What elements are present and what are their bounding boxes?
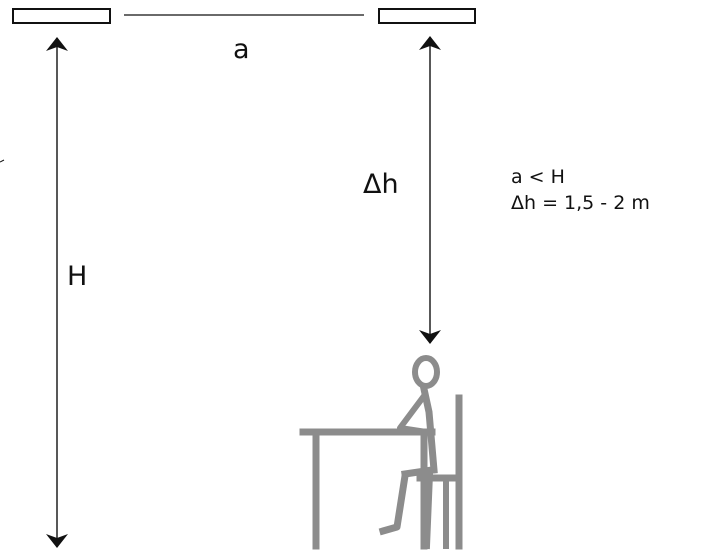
note-spacing-condition: a < H [511,166,565,188]
light-fixture-right [378,8,476,24]
seated-person-icon [299,355,463,550]
note-delta-h-range: Δh = 1,5 - 2 m [511,192,650,214]
edge-tick [0,159,5,163]
light-fixture-left [12,8,111,24]
delta-h-label: Δh [363,169,399,200]
height-label: H [67,261,88,292]
spacing-label: a [233,34,250,65]
